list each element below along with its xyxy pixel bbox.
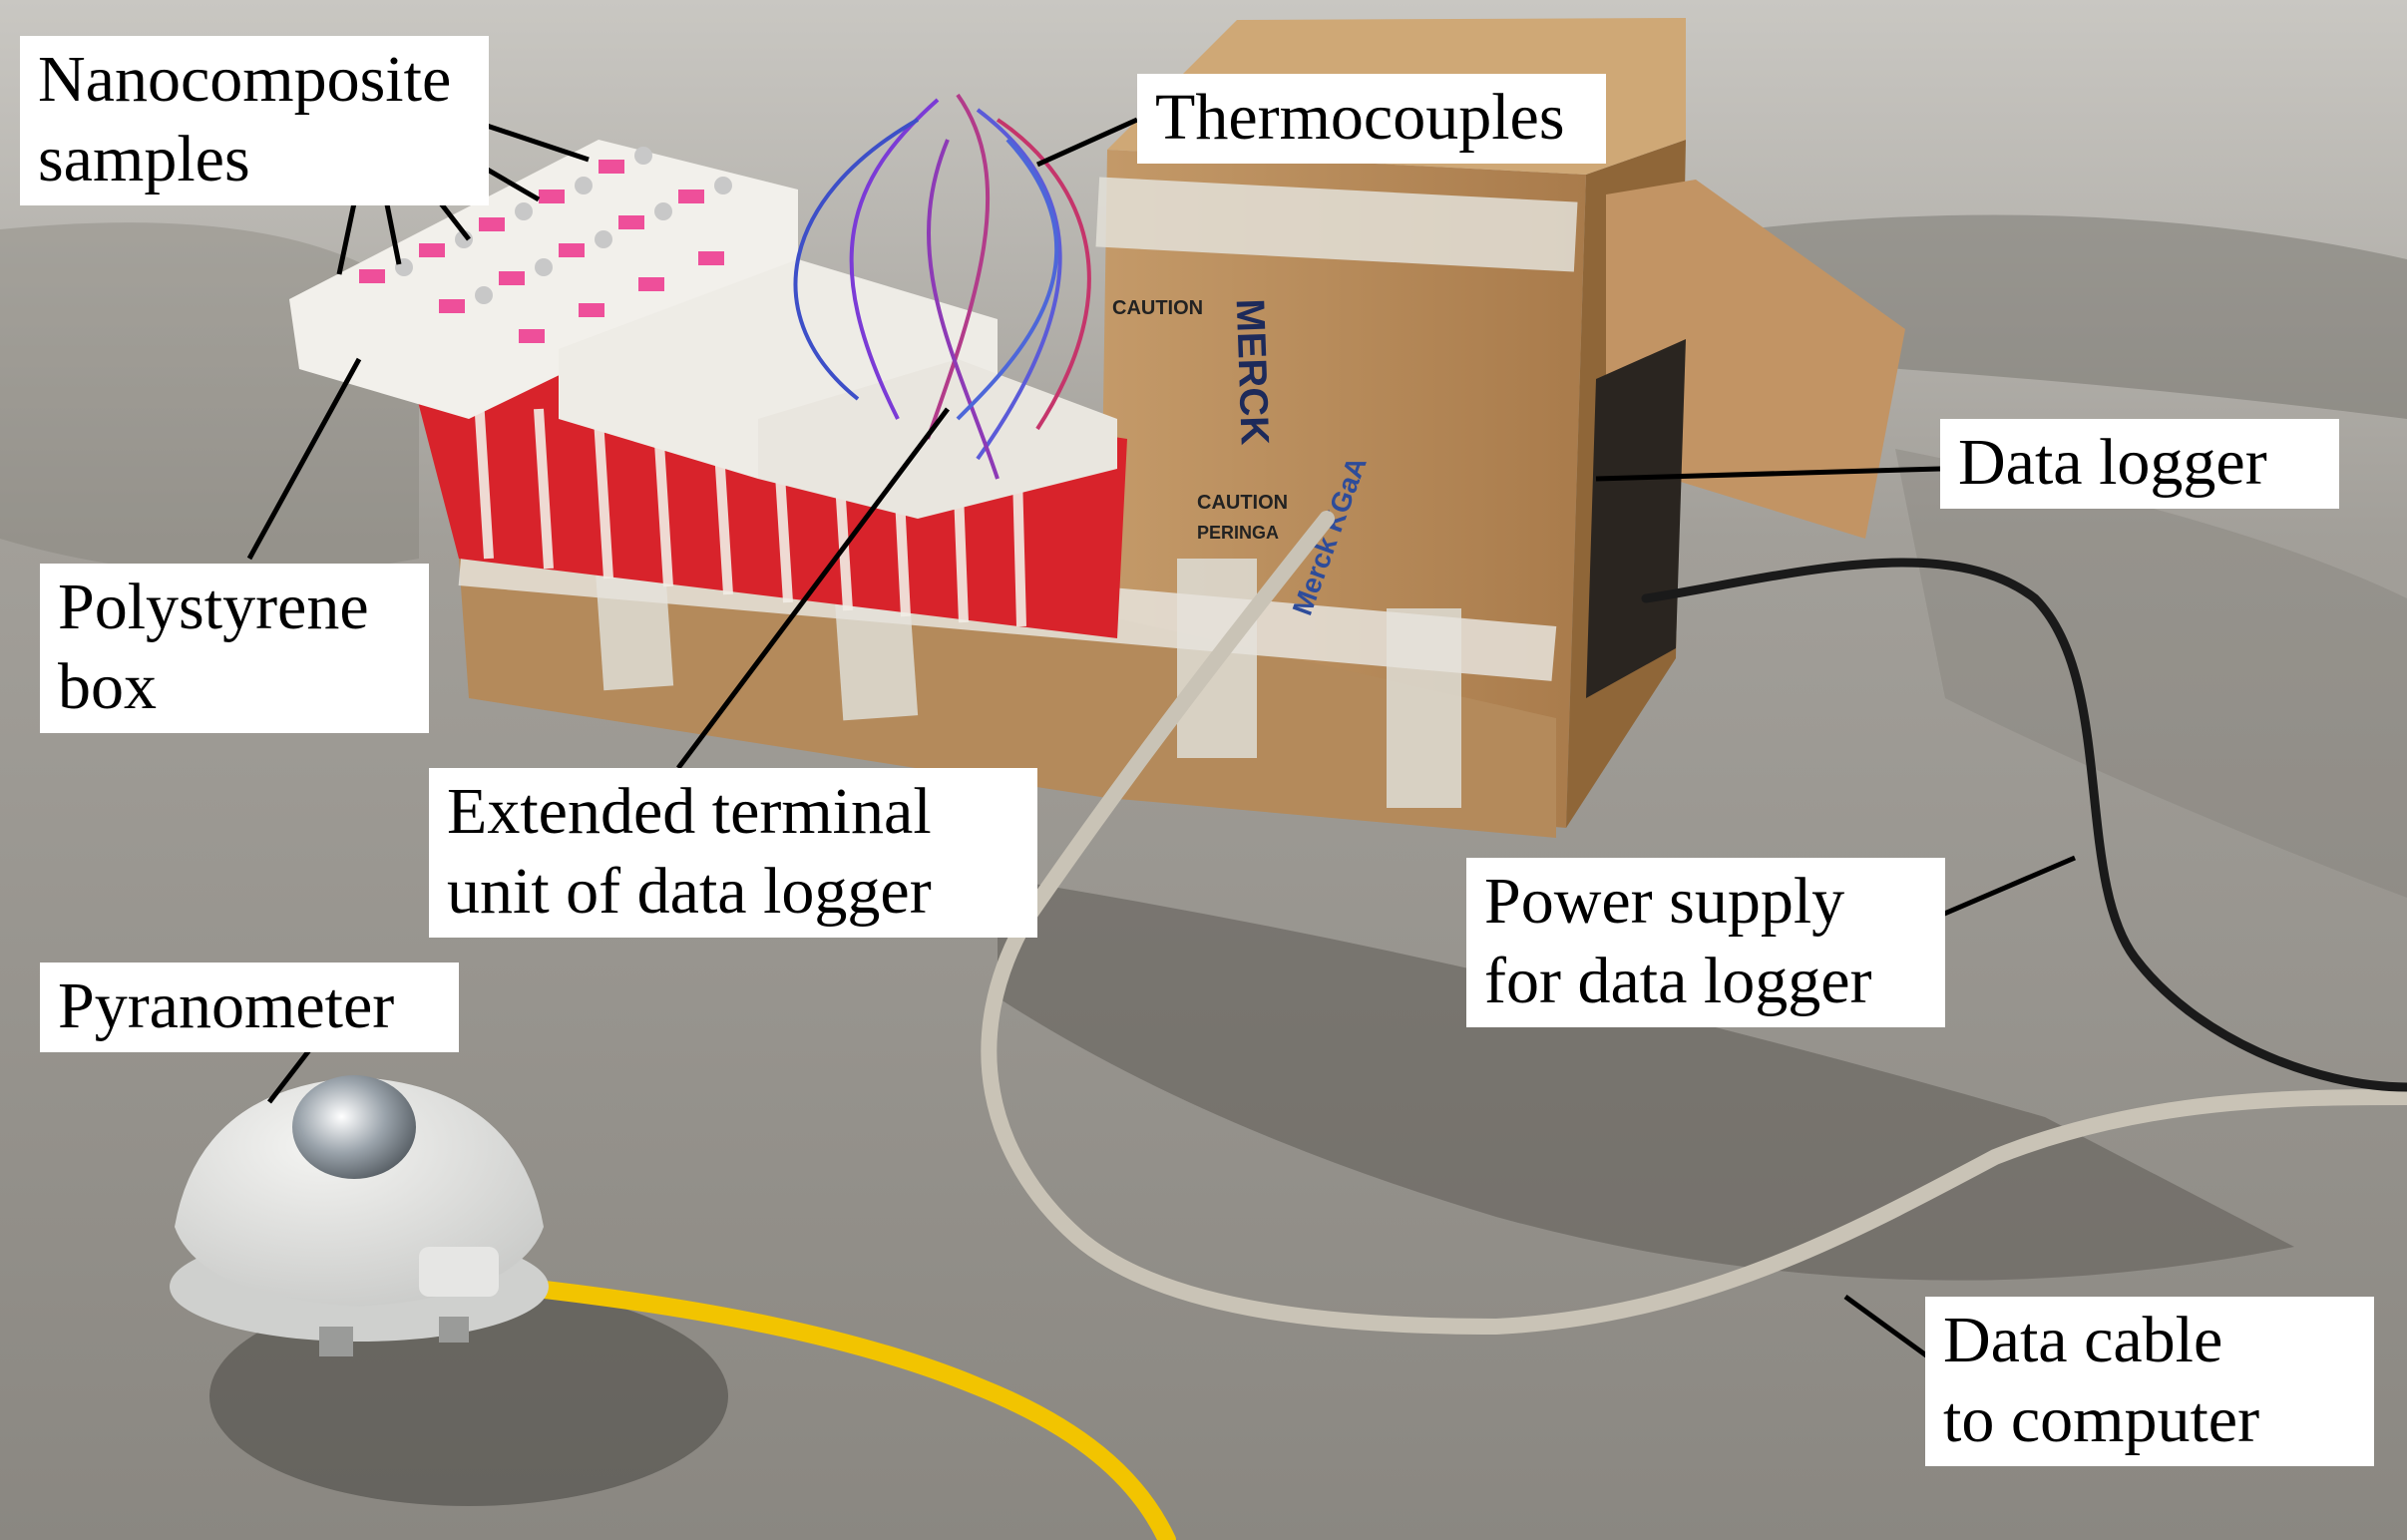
- ground-stain: [1746, 214, 2407, 419]
- nanocomposite-sample-grid: [359, 147, 732, 343]
- ground-stain: [1895, 449, 2407, 898]
- label-pyranometer: Pyranometer: [40, 962, 459, 1052]
- data-cable-grey: [981, 511, 2407, 1336]
- label-nanocomposite-line1: Nanocomposite: [38, 43, 452, 116]
- label-nanocomposite-line2: samples: [38, 123, 250, 195]
- box-print-caution-2: CAUTION: [1197, 492, 1288, 514]
- thermocouple-wires: [793, 93, 1091, 480]
- power-cable-black: [1641, 558, 2407, 1092]
- box-print-peringatan: PERINGA: [1197, 523, 1279, 543]
- cardboard-base: [459, 559, 1556, 838]
- label-thermocouples-line1: Thermocouples: [1155, 81, 1565, 154]
- label-data-cable-line1: Data cable: [1943, 1304, 2223, 1376]
- pyranometer-foot: [319, 1327, 353, 1356]
- label-pyranometer-line1: Pyranometer: [58, 969, 395, 1042]
- data-logger-opening: [1586, 339, 1686, 698]
- label-power-supply-line2: for data logger: [1484, 945, 1872, 1017]
- pyranometer-foot: [439, 1317, 469, 1343]
- pyranometer-connector: [419, 1247, 499, 1297]
- polystyrene-lid-right: [758, 359, 1117, 519]
- pyranometer-cable-yellow: [510, 1278, 1176, 1540]
- label-data-cable: Data cable to computer: [1925, 1297, 2374, 1466]
- label-thermocouples: Thermocouples: [1137, 74, 1606, 164]
- label-data-logger: Data logger: [1940, 419, 2339, 509]
- pyranometer-dome: [292, 1075, 416, 1179]
- box-print-merck: MERCK: [1228, 298, 1277, 446]
- box-shadow: [998, 878, 2294, 1281]
- label-nanocomposite-samples: Nanocomposite samples: [20, 36, 489, 205]
- label-polystyrene-box: Polystyrene box: [40, 564, 429, 733]
- tape-strip: [1095, 177, 1578, 272]
- label-extended-terminal-line2: unit of data logger: [447, 855, 932, 928]
- label-polystyrene-line1: Polystyrene: [58, 571, 369, 643]
- label-power-supply: Power supply for data logger: [1466, 858, 1945, 1027]
- label-power-supply-line1: Power supply: [1484, 865, 1845, 938]
- box-print-caution: CAUTION: [1112, 297, 1203, 319]
- label-polystyrene-line2: box: [58, 650, 157, 723]
- label-data-logger-line1: Data logger: [1958, 426, 2267, 499]
- label-data-cable-line2: to computer: [1943, 1383, 2260, 1456]
- label-extended-terminal-line1: Extended terminal: [447, 775, 932, 848]
- label-extended-terminal: Extended terminal unit of data logger: [429, 768, 1037, 938]
